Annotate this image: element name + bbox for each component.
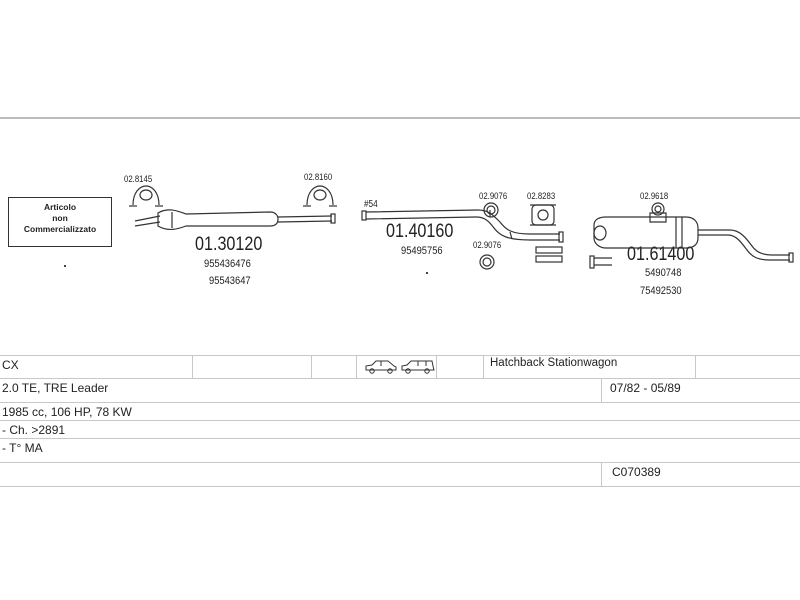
- table-rule: [0, 486, 800, 487]
- ring-clamp-icon: [483, 202, 499, 218]
- rear-oem-number: 5490748: [645, 267, 682, 279]
- table-rule: [0, 378, 800, 379]
- notice-line-3: Commercializzato: [23, 224, 97, 234]
- stray-dot: [64, 265, 66, 267]
- transmission-note-cell: - T° MA: [2, 441, 43, 455]
- period-cell: 07/82 - 05/89: [610, 381, 681, 395]
- frame-top-rule: [0, 117, 800, 119]
- front-part-number: 01.30120: [195, 234, 263, 255]
- chassis-note-cell: - Ch. >2891: [2, 423, 66, 437]
- table-column-divider: [695, 355, 696, 378]
- stray-dot: [426, 272, 428, 274]
- table-column-divider: [356, 355, 357, 378]
- clamp-icon: [303, 185, 337, 207]
- table-column-divider: [436, 355, 437, 378]
- rear-part-number: 01.61400: [627, 244, 695, 265]
- ring-clamp-icon: [479, 254, 495, 270]
- table-rule: [0, 355, 800, 356]
- table-column-divider: [311, 355, 312, 378]
- front-oem-number: 955436476: [204, 258, 251, 270]
- hatchback-car-icon: [365, 360, 397, 374]
- u-bolt-clamp-icon: [530, 204, 556, 226]
- middle-oem-number: 95495756: [401, 245, 443, 257]
- engine-cell: 2.0 TE, TRE Leader: [2, 381, 109, 395]
- table-rule: [0, 420, 800, 421]
- body-types-cell: Hatchback Stationwagon: [490, 357, 618, 369]
- clamp-code: 02.9618: [640, 191, 669, 202]
- notice-line-2: non: [52, 213, 68, 223]
- clamp-code: 02.9076: [473, 240, 502, 251]
- table-column-divider: [483, 355, 484, 378]
- middle-part-number: 01.40160: [386, 221, 454, 242]
- tail-pipe-drawing: [589, 255, 612, 269]
- catalog-code-cell: C070389: [612, 465, 661, 479]
- table-rule: [0, 402, 800, 403]
- notice-line-1: Articolo: [43, 202, 77, 212]
- clamp-code: 02.8160: [304, 172, 333, 183]
- table-column-divider: [192, 355, 193, 378]
- rear-oem-number: 75492530: [640, 285, 682, 297]
- clamp-icon: [129, 185, 163, 207]
- clamp-icon: [649, 202, 667, 223]
- front-muffler-drawing: [134, 209, 336, 231]
- specs-cell: 1985 cc, 106 HP, 78 KW: [2, 405, 132, 419]
- not-commercialized-notice: Articolo non Commercializzato: [8, 197, 112, 247]
- model-cell: CX: [2, 358, 19, 372]
- rear-muffler-drawing: [593, 216, 794, 263]
- position-marker: #54: [364, 199, 378, 210]
- table-rule: [0, 438, 800, 439]
- table-column-divider: [601, 378, 602, 402]
- stationwagon-car-icon: [401, 360, 435, 374]
- clamp-code: 02.8145: [124, 174, 153, 185]
- middle-pipe-drawing: [361, 209, 564, 243]
- table-rule: [0, 462, 800, 463]
- body-type-icons: [365, 360, 435, 374]
- connector-pipe-drawing: [535, 246, 563, 263]
- clamp-code: 02.9076: [479, 191, 508, 202]
- clamp-code: 02.8283: [527, 191, 556, 202]
- table-column-divider: [601, 462, 602, 486]
- front-oem-number: 95543647: [209, 275, 251, 287]
